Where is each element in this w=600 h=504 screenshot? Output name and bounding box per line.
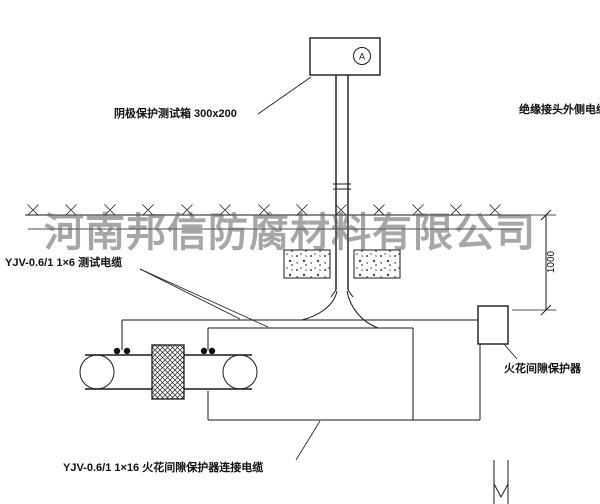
dimension-text: 1000 <box>546 250 557 273</box>
ammeter-symbol <box>353 47 371 65</box>
test-box-label: 阴极保护测试箱 300x200 <box>114 106 237 120</box>
spark-protector-label: 火花间隙保护器 <box>504 361 582 375</box>
cable-connection-dot <box>123 347 131 355</box>
connection-cable-label: YJV-0.6/1 1×16 火花间隙保护器连接电缆 <box>63 460 263 474</box>
insulating-joint <box>151 344 185 400</box>
spark-gap-protector-box <box>477 305 509 345</box>
pipe-end-left <box>79 354 115 390</box>
concrete-block-left <box>283 249 331 279</box>
conduit-bell-mouth <box>330 289 337 298</box>
cable-connection-dot <box>200 347 208 355</box>
pipe-end-right <box>222 354 258 390</box>
cable-connection-dot <box>113 347 121 355</box>
watermark: 河南邦信防腐材料有限公司 <box>28 211 536 255</box>
spark-protector-leader-line <box>503 343 518 360</box>
cable-connection-dot <box>208 347 216 355</box>
test-cable-leader-line <box>139 268 269 328</box>
ground-line <box>25 204 520 216</box>
watermark-text: 河南邦信防腐材料有限公司 <box>44 211 536 255</box>
connection-cable-leader-line <box>295 420 321 461</box>
pipeline <box>79 344 258 400</box>
test-cable-label: YJV-0.6/1 1×6 测试电缆 <box>5 255 122 269</box>
outer-cable-label: 绝缘接头外侧电缆 <box>519 102 600 116</box>
dimension-line: 1000 <box>512 209 557 316</box>
test-box: A <box>309 37 381 76</box>
cable-runs <box>121 290 481 421</box>
concrete-block-right <box>353 249 401 279</box>
ground-hatch-marks <box>27 204 501 216</box>
ammeter-letter: A <box>359 52 365 62</box>
conduit <box>330 75 354 298</box>
pipe-riser-symbol <box>493 460 509 504</box>
test-cable-leader-line <box>139 268 241 320</box>
test-box-leader-line <box>257 76 312 115</box>
